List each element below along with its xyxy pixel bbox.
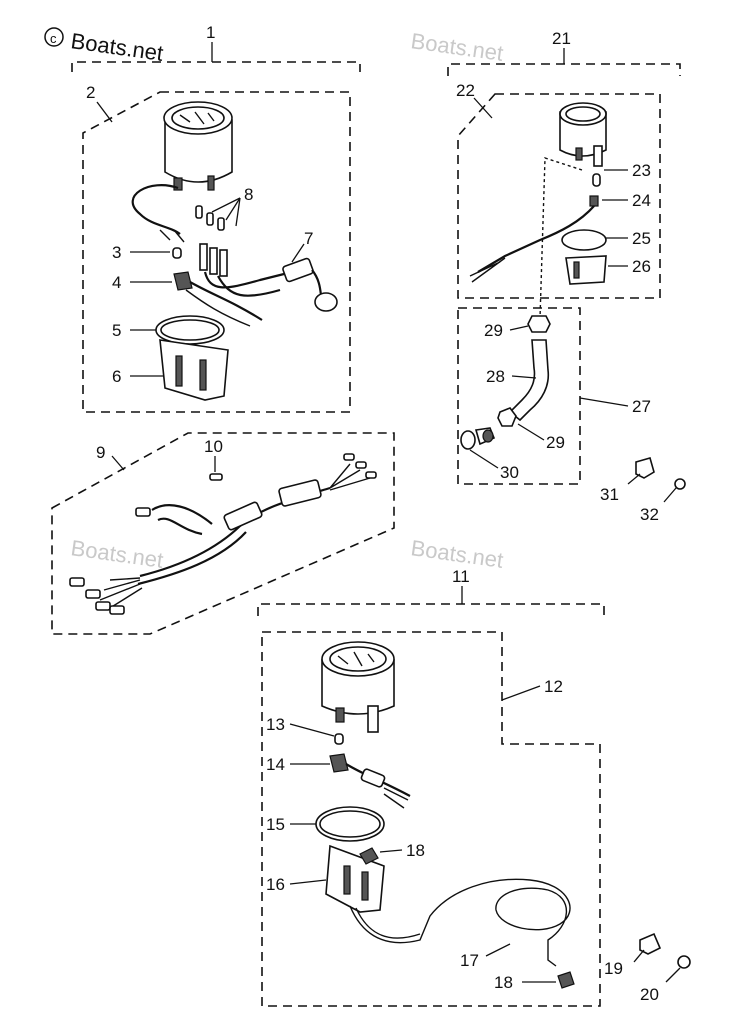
nut-29-bottom bbox=[497, 407, 517, 427]
clip-19 bbox=[639, 932, 662, 955]
pitot-link-line bbox=[539, 157, 583, 319]
callout-21: 21 bbox=[552, 29, 571, 48]
gauge-assembly-12 bbox=[321, 641, 395, 733]
callout-22: 22 bbox=[456, 81, 475, 100]
watermark-main: c Boats.net bbox=[44, 27, 165, 66]
screw-32 bbox=[674, 478, 686, 490]
callout-15: 15 bbox=[266, 815, 285, 834]
kit-box-22 bbox=[457, 93, 661, 299]
lamp-socket-4 bbox=[173, 271, 263, 327]
callout-2: 2 bbox=[86, 83, 95, 102]
callout-8: 8 bbox=[244, 185, 253, 204]
kit-box-2 bbox=[82, 91, 351, 413]
watermark-faint-1: Boats.net bbox=[409, 28, 505, 66]
callout-12: 12 bbox=[544, 677, 563, 696]
callout-20: 20 bbox=[640, 985, 659, 1004]
callout-7: 7 bbox=[304, 229, 313, 248]
bracket-group-21 bbox=[447, 63, 681, 76]
bracket-group-1 bbox=[71, 61, 361, 72]
ring-25 bbox=[561, 229, 607, 251]
bracket-6 bbox=[159, 339, 229, 401]
pitot-tube-17 bbox=[349, 878, 571, 967]
clip-18-top bbox=[359, 847, 379, 865]
tube-28 bbox=[508, 339, 550, 422]
gauge-assembly-22 bbox=[559, 102, 607, 167]
callout-14: 14 bbox=[266, 755, 285, 774]
callout-10: 10 bbox=[204, 437, 223, 456]
gauge-lead-wire bbox=[131, 184, 181, 235]
nut-29-top bbox=[527, 315, 551, 333]
callout-6: 6 bbox=[112, 367, 121, 386]
fitting-3 bbox=[172, 247, 182, 259]
fitting-13 bbox=[334, 733, 344, 745]
callout-5: 5 bbox=[112, 321, 121, 340]
callout-24: 24 bbox=[632, 191, 651, 210]
callout-26: 26 bbox=[632, 257, 651, 276]
callout-19: 19 bbox=[604, 959, 623, 978]
fitting-23 bbox=[592, 173, 601, 187]
callout-18-bottom: 18 bbox=[494, 973, 513, 992]
screw-20 bbox=[677, 955, 691, 969]
callout-29-top: 29 bbox=[484, 321, 503, 340]
callout-13: 13 bbox=[266, 715, 285, 734]
lamp-wire-24 bbox=[469, 195, 599, 283]
callout-11: 11 bbox=[452, 567, 470, 586]
kit-box-12 bbox=[261, 631, 601, 1007]
svg-text:c: c bbox=[50, 31, 57, 46]
bracket-26 bbox=[565, 255, 607, 285]
main-harness-9 bbox=[69, 453, 377, 615]
callout-9: 9 bbox=[96, 443, 105, 462]
callout-28: 28 bbox=[486, 367, 505, 386]
callout-17: 17 bbox=[460, 951, 479, 970]
callout-3: 3 bbox=[112, 243, 121, 262]
terminals-8 bbox=[195, 205, 225, 231]
callout-25: 25 bbox=[632, 229, 651, 248]
kit-box-9 bbox=[51, 432, 395, 635]
wire-harness-7 bbox=[199, 243, 338, 312]
callout-18-top: 18 bbox=[406, 841, 425, 860]
callout-27: 27 bbox=[632, 397, 651, 416]
callout-32: 32 bbox=[640, 505, 659, 524]
callout-31: 31 bbox=[600, 485, 619, 504]
watermark-faint-2: Boats.net bbox=[69, 535, 165, 573]
kit-box-27 bbox=[457, 307, 581, 485]
callout-29-bottom: 29 bbox=[546, 433, 565, 452]
callout-1: 1 bbox=[206, 23, 215, 42]
gauge-assembly-2 bbox=[163, 101, 233, 191]
callout-16: 16 bbox=[266, 875, 285, 894]
fuse-10 bbox=[209, 473, 223, 481]
clip-31 bbox=[635, 457, 655, 479]
svg-text:Boats.net: Boats.net bbox=[69, 28, 165, 66]
callout-30: 30 bbox=[500, 463, 519, 482]
fitting-30 bbox=[460, 427, 496, 450]
clip-18-bottom bbox=[557, 971, 575, 989]
callout-4: 4 bbox=[112, 273, 121, 292]
callout-23: 23 bbox=[632, 161, 651, 180]
lamp-wire-14 bbox=[329, 753, 411, 809]
bracket-group-11 bbox=[257, 603, 605, 616]
